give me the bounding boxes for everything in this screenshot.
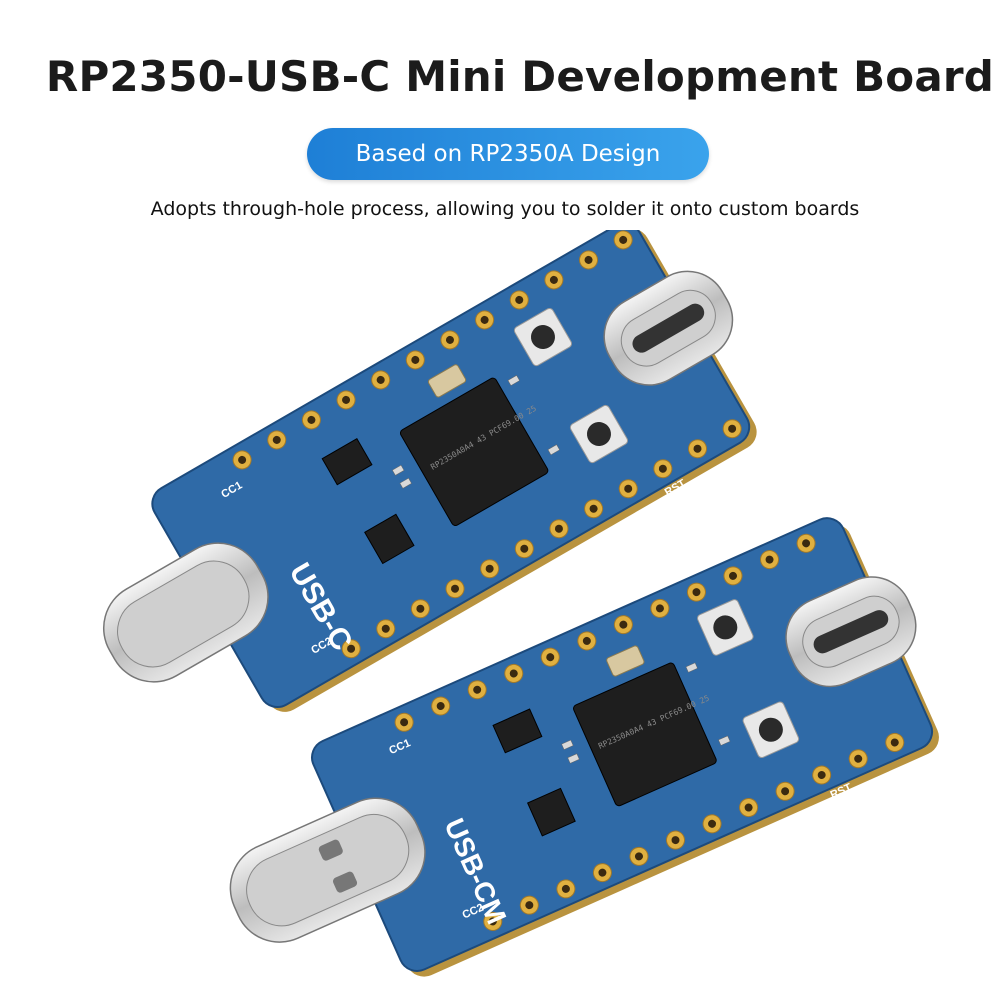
design-badge: Based on RP2350A Design [307,128,709,180]
pin-header-bottom [483,732,905,931]
usb-c-receptacle [603,270,734,386]
pin-label-29: 29 [498,273,515,290]
pin-label-29: 29 [677,564,693,580]
page-title: RP2350-USB-C Mini Development Board [45,52,995,101]
product-photo: RP2350A0A4 43 PCF69.00 25 USB-C 5V [102,230,939,977]
pin-label-26: 26 [359,353,376,370]
crystal [427,364,467,398]
usb-c-male-plug [229,797,426,943]
board-usb-c: RP2350A0A4 43 PCF69.00 25 USB-C 5V [102,230,757,712]
pin-label-5v: 5V [785,515,803,532]
flash-chip [492,708,543,754]
reset-button[interactable] [742,701,800,759]
pin-header-top [394,533,816,732]
boot-button[interactable] [513,307,573,367]
crystal [606,645,645,677]
boot-button[interactable] [696,598,754,656]
usb-c-plug [102,542,269,683]
rp2350-chip [573,662,717,807]
pin-header-bottom [341,419,742,659]
subtitle: Adopts through-hole process, allowing yo… [150,198,860,220]
board-usb-cm: RP2350A0A4 43 PCF69.00 25 USB-CM 5V GND … [229,515,939,977]
pin-label-27: 27 [394,333,411,350]
usb-c-receptacle [785,576,917,688]
regulator-chip [526,787,576,837]
pin-header-top [232,230,633,470]
reset-button[interactable] [569,404,629,464]
rp2350-chip [399,377,549,526]
flash-chip [321,438,373,486]
regulator-chip [364,513,415,565]
